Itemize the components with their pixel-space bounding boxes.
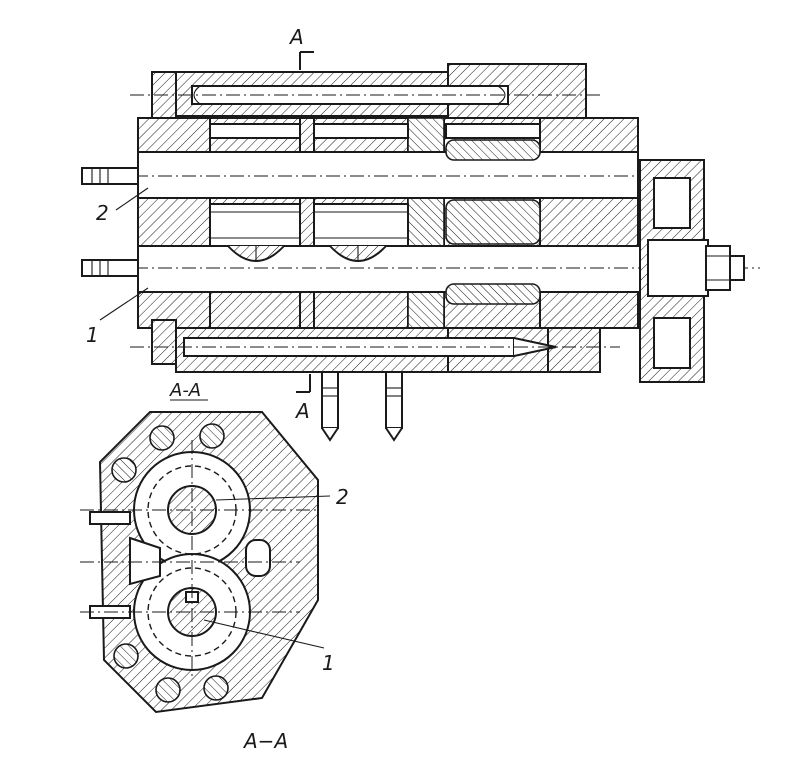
coupling-flange bbox=[639, 159, 745, 383]
callout-2-side-label: 2 bbox=[96, 201, 109, 225]
section-title-lower: A−A bbox=[242, 729, 288, 753]
callout-2-section: 2 bbox=[215, 485, 349, 509]
cross-section-view: A-A bbox=[80, 380, 349, 753]
upper-shaft-2 bbox=[86, 123, 650, 199]
top-tie-bolt bbox=[130, 63, 600, 119]
section-marker-bottom-label: A bbox=[294, 399, 310, 423]
left-studs bbox=[81, 167, 139, 277]
callout-2-side: 2 bbox=[96, 187, 149, 225]
bolt-holes bbox=[111, 423, 229, 703]
section-marker-bottom: A bbox=[294, 374, 311, 423]
bottom-studs bbox=[321, 371, 403, 442]
section-title-upper: A-A bbox=[169, 380, 201, 401]
section-marker-top-label: A bbox=[288, 25, 304, 49]
section-shaft-2 bbox=[167, 485, 217, 535]
gear-blocks bbox=[209, 199, 541, 247]
callout-1-side-label: 1 bbox=[86, 323, 99, 347]
callout-1-section: 1 bbox=[203, 619, 335, 675]
bottom-tie-bolt bbox=[130, 319, 620, 373]
callout-1-section-label: 1 bbox=[322, 651, 335, 675]
callout-1-side: 1 bbox=[86, 287, 149, 347]
side-section-view: A A 2 1 bbox=[81, 25, 760, 442]
section-marker-top: A bbox=[288, 25, 314, 70]
callout-2-section-label: 2 bbox=[336, 485, 349, 509]
